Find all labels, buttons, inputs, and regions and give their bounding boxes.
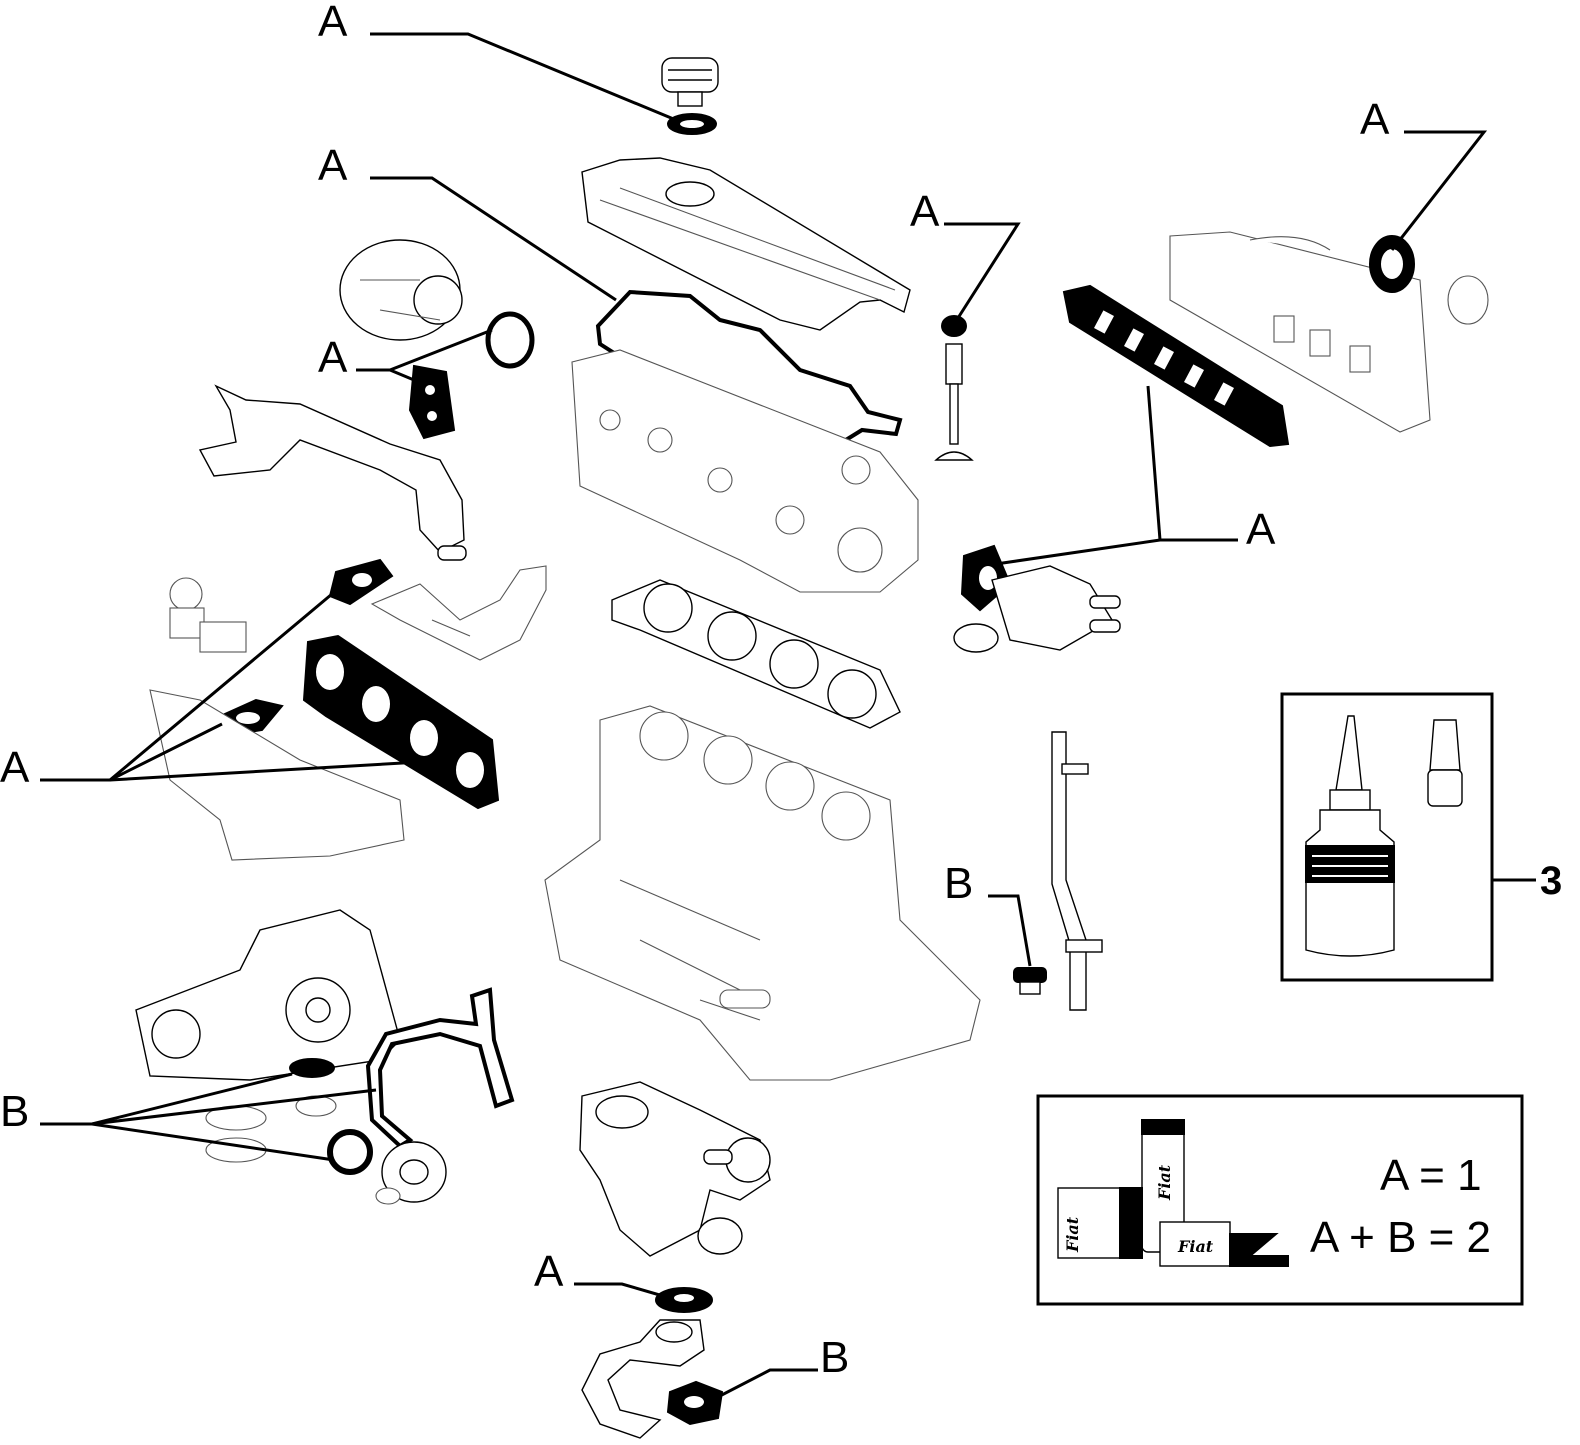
callout-a-water-pump-gasket: A (318, 333, 348, 382)
engine-block (544, 705, 981, 1081)
dipstick-tube (1051, 731, 1103, 1011)
legend-line-a: A = 1 (1380, 1151, 1482, 1200)
oil-pump-seal (289, 1058, 335, 1078)
valve-cover (581, 157, 911, 331)
brand-label-box-left: Fiat (1063, 1216, 1082, 1253)
cylinder-head (571, 349, 919, 593)
intake-manifold-gasket (1062, 284, 1290, 448)
oil-filter-adapter (205, 1095, 337, 1163)
gasket-kit-packaging-icon: Fiat Fiat Fiat (1057, 1119, 1289, 1267)
egr-valve (169, 577, 247, 653)
sealant-kit-box (1280, 692, 1494, 982)
sealant-bottle-icon (1305, 715, 1395, 957)
crankshaft-pulley (375, 1141, 447, 1205)
water-pump (339, 239, 463, 341)
legend-box: Fiat Fiat Fiat A = 1 A + B = 2 (1036, 1094, 1524, 1306)
oil-filler-cap (661, 57, 719, 107)
brand-label-tube: Fiat (1155, 1164, 1174, 1201)
callout-a-valve-cover-gasket: A (318, 141, 348, 190)
callout-a-valve-seal: A (910, 187, 940, 236)
thermostat-housing (953, 565, 1121, 653)
crankshaft-oil-seal (327, 1129, 373, 1175)
callout-b-downpipe-gasket: B (820, 1333, 849, 1382)
drain-plug (1013, 967, 1047, 995)
downpipe-gasket (666, 1380, 724, 1426)
sealant-cap-icon (1427, 719, 1463, 807)
filler-cap-seal (667, 113, 717, 135)
callout-a-thermostat-gasket: A (1246, 505, 1276, 554)
front-cover-gasket (365, 987, 515, 1149)
coolant-pipe-gasket (408, 364, 456, 440)
exhaust-manifold (149, 689, 405, 861)
turbo-outlet-gasket (655, 1287, 713, 1313)
callout-a-filler-seal: A (318, 0, 348, 46)
callout-kit-number: 3 (1540, 859, 1562, 903)
callout-b-drain-plug: B (944, 859, 973, 908)
exhaust-manifold-gasket (302, 634, 500, 810)
callout-a-turbo-gasket: A (534, 1247, 564, 1296)
water-pump-o-ring (485, 311, 535, 369)
oil-pump (135, 909, 401, 1081)
brand-label-box-right: Fiat (1177, 1237, 1214, 1256)
valve-stem-seal (941, 315, 967, 337)
intake-manifold (1169, 231, 1489, 433)
head-gasket (611, 579, 901, 729)
legend-line-ab: A + B = 2 (1310, 1213, 1491, 1262)
egr-gasket-upper (328, 558, 394, 606)
engine-valve (934, 343, 974, 461)
egr-tube (370, 565, 547, 661)
throttle-body-gasket (1369, 235, 1415, 293)
leader-lines (40, 32, 1536, 1400)
callout-a-exhaust-gaskets: A (0, 743, 30, 792)
downpipe (581, 1319, 705, 1439)
coolant-pipe (198, 384, 467, 561)
callout-a-throttle-gasket: A (1360, 95, 1390, 144)
turbocharger (579, 1081, 771, 1257)
callout-b-front-seals: B (0, 1087, 29, 1136)
